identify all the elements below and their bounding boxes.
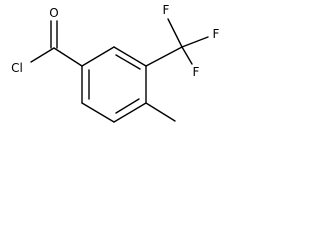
cf-bond-2 [181, 36, 209, 48]
ring-bond-4 [113, 102, 147, 123]
ring-bond-2 [113, 46, 147, 67]
fluorine-label-3: F [193, 65, 200, 79]
structure-canvas: O Cl F F F [0, 0, 228, 132]
ring-double-bond-1 [115, 54, 141, 70]
fluorine-label-2: F [213, 27, 220, 41]
ring-bond-5 [81, 102, 115, 123]
ring-bond-1 [81, 46, 115, 67]
carbonyl-carbon-bond [53, 47, 83, 67]
methyl-group [145, 102, 176, 122]
acyl-chloride-group: O Cl [11, 6, 83, 75]
ring-methyl-bond [145, 102, 176, 122]
molecule-drawing: O Cl F F F [11, 3, 220, 123]
oxygen-label: O [49, 6, 58, 20]
ring-double-bond-2 [115, 98, 140, 114]
cf-bond-1 [167, 18, 183, 48]
benzene-ring [81, 46, 147, 123]
carbon-chlorine-bond [30, 47, 55, 63]
trifluoromethyl-group: F F F [145, 3, 220, 79]
fluorine-label-1: F [163, 3, 170, 17]
ring-cf3-bond [145, 46, 183, 67]
cf-bond-3 [181, 46, 193, 65]
chlorine-label: Cl [11, 61, 23, 75]
